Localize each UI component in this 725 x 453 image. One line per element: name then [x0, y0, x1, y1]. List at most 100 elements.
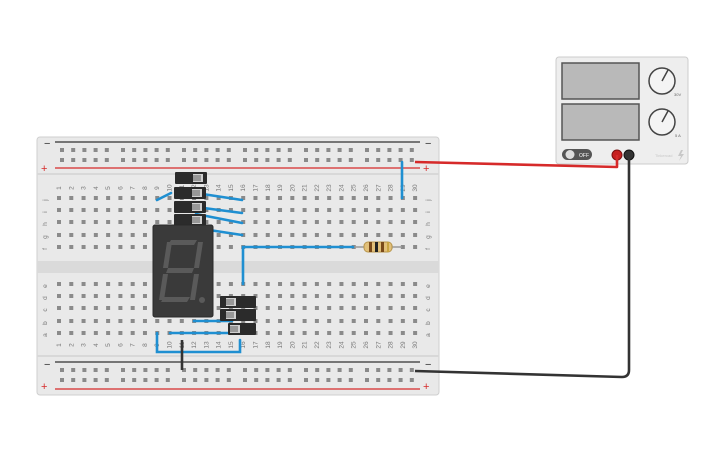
breadboard-hole[interactable] [400, 245, 405, 249]
breadboard-hole[interactable] [204, 378, 209, 382]
breadboard-hole[interactable] [132, 148, 137, 152]
breadboard-hole[interactable] [326, 368, 331, 372]
breadboard-hole[interactable] [376, 319, 381, 323]
breadboard-hole[interactable] [413, 282, 418, 286]
breadboard-hole[interactable] [314, 294, 319, 298]
breadboard-hole[interactable] [81, 331, 86, 335]
breadboard-hole[interactable] [142, 196, 147, 200]
breadboard-hole[interactable] [388, 282, 393, 286]
breadboard-hole[interactable] [388, 220, 393, 224]
breadboard-hole[interactable] [71, 148, 76, 152]
breadboard-hole[interactable] [413, 220, 418, 224]
breadboard-hole[interactable] [387, 148, 392, 152]
breadboard-hole[interactable] [57, 245, 61, 249]
breadboard-hole[interactable] [142, 220, 147, 224]
breadboard-hole[interactable] [216, 233, 221, 237]
breadboard-hole[interactable] [142, 294, 147, 298]
breadboard-hole[interactable] [253, 208, 258, 212]
breadboard-hole[interactable] [253, 282, 258, 286]
breadboard-hole[interactable] [226, 368, 231, 372]
breadboard-hole[interactable] [315, 378, 320, 382]
breadboard-hole[interactable] [265, 158, 270, 162]
breadboard-hole[interactable] [216, 220, 221, 224]
breadboard-hole[interactable] [93, 306, 98, 310]
breadboard-hole[interactable] [132, 158, 137, 162]
breadboard-hole[interactable] [413, 196, 418, 200]
breadboard-hole[interactable] [69, 306, 74, 310]
breadboard-hole[interactable] [290, 331, 295, 335]
breadboard-hole[interactable] [278, 208, 283, 212]
breadboard-hole[interactable] [93, 158, 98, 162]
breadboard-hole[interactable] [69, 294, 74, 298]
breadboard-hole[interactable] [314, 196, 319, 200]
breadboard-hole[interactable] [193, 368, 198, 372]
breadboard-hole[interactable] [287, 378, 292, 382]
breadboard-hole[interactable] [130, 331, 135, 335]
breadboard-hole[interactable] [226, 378, 231, 382]
breadboard-hole[interactable] [69, 220, 74, 224]
switch[interactable] [174, 187, 206, 199]
breadboard-hole[interactable] [104, 158, 109, 162]
breadboard-hole[interactable] [388, 196, 393, 200]
breadboard-hole[interactable] [326, 148, 331, 152]
breadboard-hole[interactable] [143, 378, 148, 382]
breadboard-hole[interactable] [388, 306, 393, 310]
breadboard-hole[interactable] [314, 306, 319, 310]
breadboard-hole[interactable] [215, 158, 220, 162]
breadboard-hole[interactable] [118, 319, 123, 323]
breadboard-hole[interactable] [167, 208, 172, 212]
breadboard-hole[interactable] [253, 233, 258, 237]
breadboard-hole[interactable] [400, 294, 405, 298]
breadboard-hole[interactable] [204, 158, 209, 162]
breadboard-hole[interactable] [326, 158, 331, 162]
switch[interactable] [228, 323, 256, 335]
breadboard-hole[interactable] [93, 378, 98, 382]
breadboard-hole[interactable] [106, 282, 111, 286]
breadboard-hole[interactable] [215, 368, 220, 372]
breadboard-hole[interactable] [106, 294, 111, 298]
breadboard-hole[interactable] [278, 282, 283, 286]
breadboard-hole[interactable] [265, 208, 270, 212]
breadboard-hole[interactable] [314, 233, 319, 237]
breadboard-hole[interactable] [302, 306, 307, 310]
breadboard-hole[interactable] [81, 208, 86, 212]
breadboard-hole[interactable] [387, 378, 392, 382]
breadboard-hole[interactable] [182, 378, 186, 382]
breadboard-hole[interactable] [93, 294, 98, 298]
breadboard-hole[interactable] [398, 378, 403, 382]
breadboard-hole[interactable] [60, 148, 64, 152]
breadboard-hole[interactable] [398, 148, 403, 152]
breadboard-hole[interactable] [167, 319, 172, 323]
breadboard-hole[interactable] [364, 196, 368, 200]
breadboard-hole[interactable] [121, 368, 125, 372]
breadboard-hole[interactable] [290, 220, 295, 224]
breadboard-hole[interactable] [118, 331, 123, 335]
breadboard-hole[interactable] [118, 196, 123, 200]
breadboard-hole[interactable] [167, 220, 172, 224]
breadboard-hole[interactable] [364, 282, 368, 286]
breadboard-hole[interactable] [143, 368, 148, 372]
breadboard-hole[interactable] [69, 282, 74, 286]
breadboard-hole[interactable] [302, 196, 307, 200]
breadboard-hole[interactable] [142, 245, 147, 249]
breadboard-hole[interactable] [118, 282, 123, 286]
breadboard-hole[interactable] [409, 378, 414, 382]
breadboard-hole[interactable] [106, 245, 111, 249]
wire[interactable] [155, 191, 173, 202]
breadboard-hole[interactable] [290, 306, 295, 310]
breadboard-hole[interactable] [104, 368, 109, 372]
breadboard-hole[interactable] [339, 208, 344, 212]
breadboard-hole[interactable] [365, 378, 369, 382]
breadboard-hole[interactable] [337, 378, 342, 382]
breadboard-hole[interactable] [327, 196, 332, 200]
breadboard-hole[interactable] [253, 196, 258, 200]
breadboard-hole[interactable] [143, 148, 148, 152]
breadboard-hole[interactable] [339, 233, 344, 237]
breadboard-hole[interactable] [69, 208, 74, 212]
breadboard-hole[interactable] [130, 282, 135, 286]
breadboard-hole[interactable] [364, 233, 368, 237]
breadboard-hole[interactable] [400, 233, 405, 237]
breadboard-hole[interactable] [82, 148, 87, 152]
breadboard-hole[interactable] [254, 378, 259, 382]
breadboard-hole[interactable] [287, 148, 292, 152]
